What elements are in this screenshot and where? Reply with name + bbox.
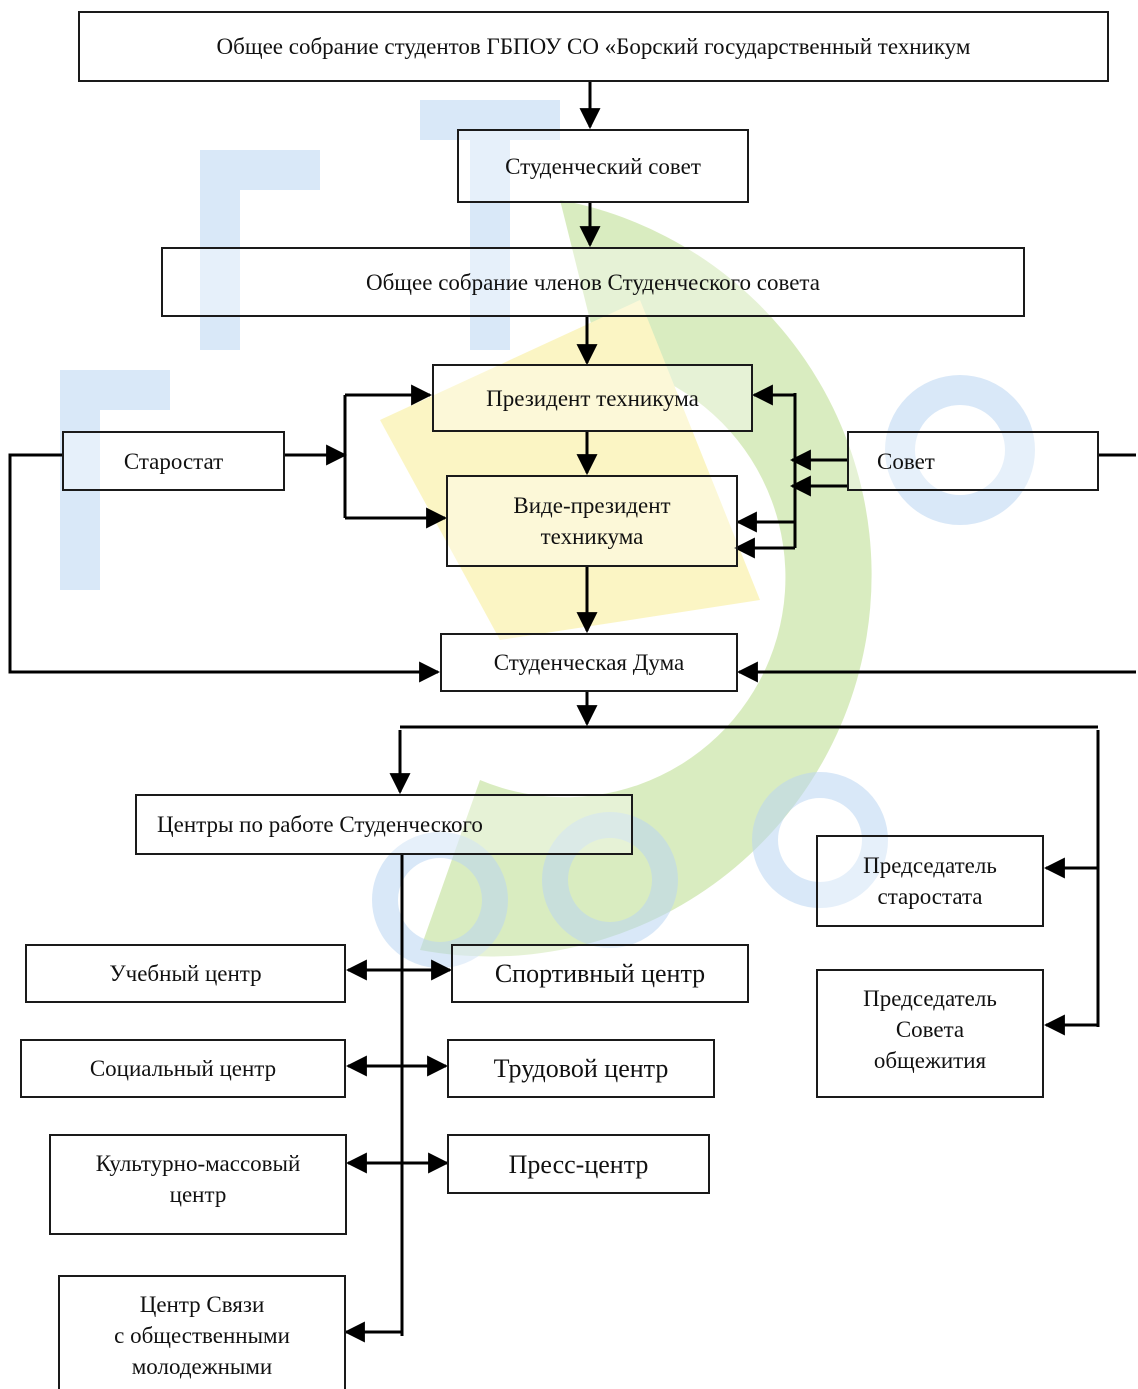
node-communication-center: Центр Связи с общественными молодежными — [58, 1275, 346, 1389]
node-cultural-center: Культурно-массовый центр — [49, 1134, 347, 1235]
node-sport-center: Спортивный центр — [451, 944, 749, 1003]
node-centers: Центры по работе Студенческого — [135, 794, 633, 855]
node-chairman-dorm-council: Председатель Совета общежития — [816, 969, 1044, 1098]
node-study-center: Учебный центр — [25, 944, 346, 1003]
node-starostat: Старостат — [62, 431, 285, 491]
node-top-assembly: Общее собрание студентов ГБПОУ СО «Борск… — [78, 11, 1109, 82]
node-social-center: Социальный центр — [20, 1039, 346, 1098]
node-vice-president: Виде-президент техникума — [446, 475, 738, 567]
node-press-center: Пресс-центр — [447, 1134, 710, 1194]
node-student-council: Студенческий совет — [457, 129, 749, 203]
node-chairman-starostat: Председатель старостата — [816, 835, 1044, 927]
node-president: Президент техникума — [432, 364, 753, 432]
node-council-members-assembly: Общее собрание членов Студенческого сове… — [161, 247, 1025, 317]
node-sovet: Совет — [847, 431, 1099, 491]
node-student-duma: Студенческая Дума — [440, 633, 738, 692]
node-labor-center: Трудовой центр — [447, 1039, 715, 1098]
arrow-starostat-to-duma — [8, 453, 441, 683]
